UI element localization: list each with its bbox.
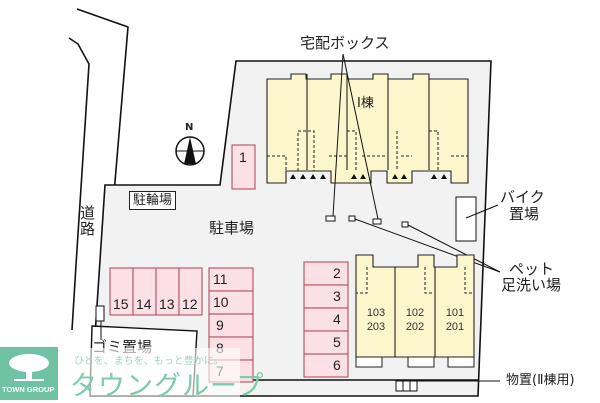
storage-label: 物置(Ⅱ棟用)	[506, 373, 575, 388]
tree-icon	[9, 354, 49, 381]
unit-number: 202	[405, 320, 425, 333]
delivery-boxes	[325, 215, 409, 228]
building-1-dashed	[267, 130, 468, 171]
town-group-logo: TOWN GROUP	[0, 347, 58, 400]
storage-sheds	[395, 380, 418, 392]
entrance-markers	[290, 174, 447, 179]
parking-space-6: 6	[333, 357, 341, 373]
parking-space-12: 12	[182, 296, 198, 312]
unit-103-203: 103 203	[361, 307, 391, 335]
parking-lot-label: 駐車場	[209, 219, 255, 237]
unit-number: 201	[445, 320, 465, 333]
building-2	[355, 254, 475, 358]
parking-space-13: 13	[159, 296, 175, 312]
building-1	[266, 73, 469, 184]
unit-number: 103	[366, 307, 386, 319]
bike-parking-area	[455, 196, 477, 242]
parking-space-9: 9	[216, 317, 224, 333]
building-1-label: Ⅰ棟	[357, 96, 374, 111]
bike-parking-label-line2: 置場	[509, 205, 540, 223]
parking-spaces	[109, 144, 349, 383]
parking-space-5: 5	[333, 334, 341, 350]
parking-space-1: 1	[239, 149, 247, 165]
road-label-line1: 道	[80, 204, 96, 222]
unit-102-202: 102 202	[400, 307, 430, 335]
parking-space-10: 10	[213, 294, 229, 310]
unit-101-201: 101 201	[440, 307, 470, 335]
bike-parking-label-line1: バイク	[500, 188, 545, 206]
parking-space-14: 14	[136, 296, 152, 312]
brand-name: タウングループ	[70, 371, 265, 402]
unit-number: 203	[366, 320, 386, 333]
bicycle-parking-label: 駐輪場	[129, 191, 177, 210]
pet-wash-label-line2: 足洗い場	[501, 276, 562, 294]
north-compass-icon	[175, 136, 205, 166]
parking-space-11: 11	[213, 271, 228, 287]
unit-number: 102	[405, 307, 425, 319]
north-label: N	[185, 122, 194, 133]
road-label-line2: 路	[80, 220, 96, 238]
parking-space-4: 4	[333, 311, 341, 327]
parking-space-2: 2	[333, 265, 341, 281]
logo-text: TOWN GROUP	[2, 385, 55, 394]
parking-space-15: 15	[113, 296, 129, 312]
delivery-box-label: 宅配ボックス	[300, 34, 390, 52]
unit-number: 101	[445, 307, 465, 319]
pet-wash-label-line1: ペット	[509, 260, 555, 278]
parking-space-3: 3	[333, 288, 341, 304]
brand-tagline: ひとを、まちを、もっと豊かに。	[74, 356, 224, 367]
brand-watermark-bg	[58, 348, 240, 400]
